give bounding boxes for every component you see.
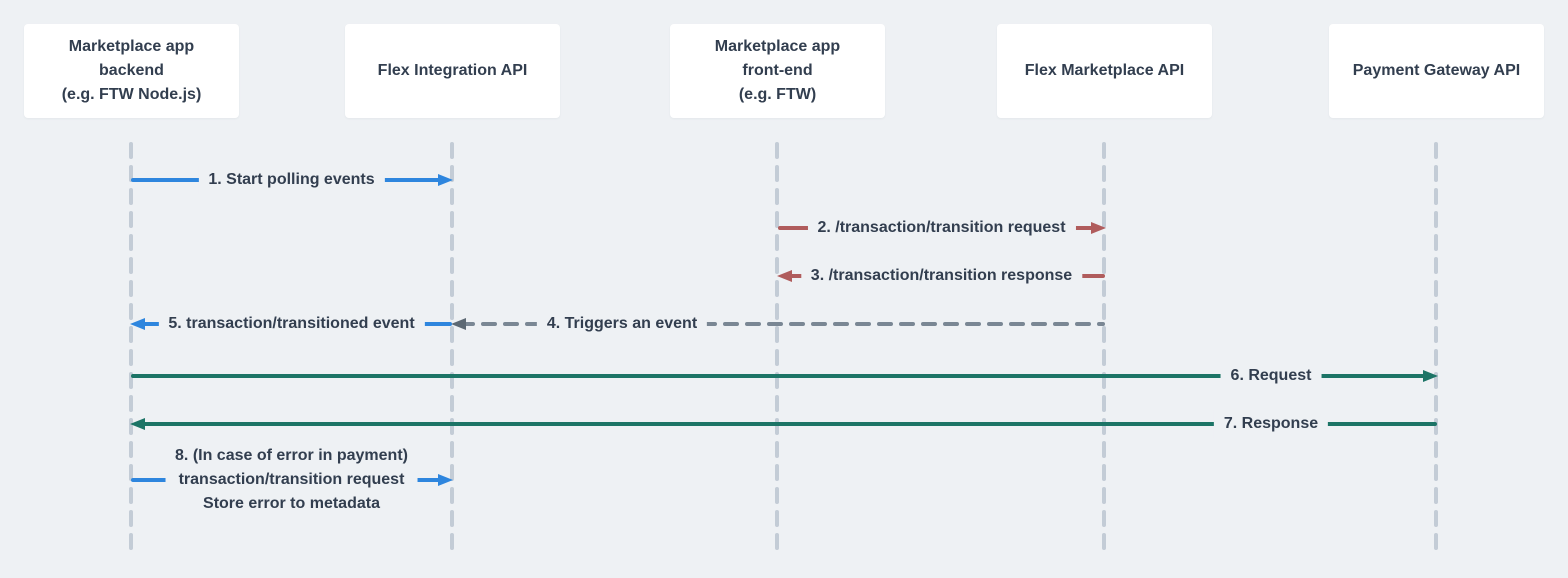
- message-label: 6. Request: [1220, 362, 1322, 390]
- arrowhead-left-icon: [130, 418, 145, 430]
- message-label: 2. /transaction/transition request: [807, 214, 1076, 242]
- arrowhead-right-icon: [1091, 222, 1106, 234]
- actor-flex-integration-api: Flex Integration API: [345, 24, 560, 118]
- actor-marketplace-app-frontend: Marketplace app front-end (e.g. FTW): [670, 24, 885, 118]
- message-label: 7. Response: [1213, 410, 1329, 438]
- arrowhead-left-icon: [451, 318, 466, 330]
- message-label: 3. /transaction/transition response: [800, 262, 1083, 290]
- arrowhead-right-icon: [438, 474, 453, 486]
- message-label-line: transaction/transition request: [178, 471, 405, 488]
- lifeline-flex-integration-api: [449, 140, 455, 552]
- actor-label-line: front-end: [742, 62, 813, 79]
- actor-label-line: backend: [99, 62, 164, 79]
- arrowhead-right-icon: [1423, 370, 1438, 382]
- message-line: [131, 374, 1430, 378]
- actor-payment-gateway-api: Payment Gateway API: [1329, 24, 1544, 118]
- arrowhead-right-icon: [438, 174, 453, 186]
- actor-label-line: Marketplace app: [68, 38, 195, 55]
- message-label: 4. Triggers an event: [536, 310, 708, 338]
- lifeline-payment-gateway-api: [1433, 140, 1439, 552]
- arrowhead-left-icon: [777, 270, 792, 282]
- message-line-dashed: [459, 321, 1105, 327]
- lifeline-flex-marketplace-api: [1101, 140, 1107, 552]
- actor-label-line: Flex Marketplace API: [1024, 62, 1185, 79]
- arrowhead-left-icon: [130, 318, 145, 330]
- actor-label-line: (e.g. FTW Node.js): [61, 86, 202, 103]
- message-line: [138, 422, 1437, 426]
- message-label: 5. transaction/transitioned event: [158, 310, 425, 338]
- message-label: 8. (In case of error in payment) transac…: [165, 442, 418, 518]
- actor-label-line: Flex Integration API: [377, 62, 528, 79]
- message-label-line: 8. (In case of error in payment): [175, 447, 408, 464]
- lifeline-marketplace-app-frontend: [774, 140, 780, 552]
- lifeline-marketplace-app-backend: [128, 140, 134, 552]
- actor-label-line: Marketplace app: [714, 38, 841, 55]
- message-label: 1. Start polling events: [198, 166, 385, 194]
- actor-label-line: (e.g. FTW): [738, 86, 817, 103]
- actor-label-line: Payment Gateway API: [1352, 62, 1521, 79]
- message-label-line: Store error to metadata: [203, 495, 380, 512]
- actor-flex-marketplace-api: Flex Marketplace API: [997, 24, 1212, 118]
- actor-marketplace-app-backend: Marketplace app backend (e.g. FTW Node.j…: [24, 24, 239, 118]
